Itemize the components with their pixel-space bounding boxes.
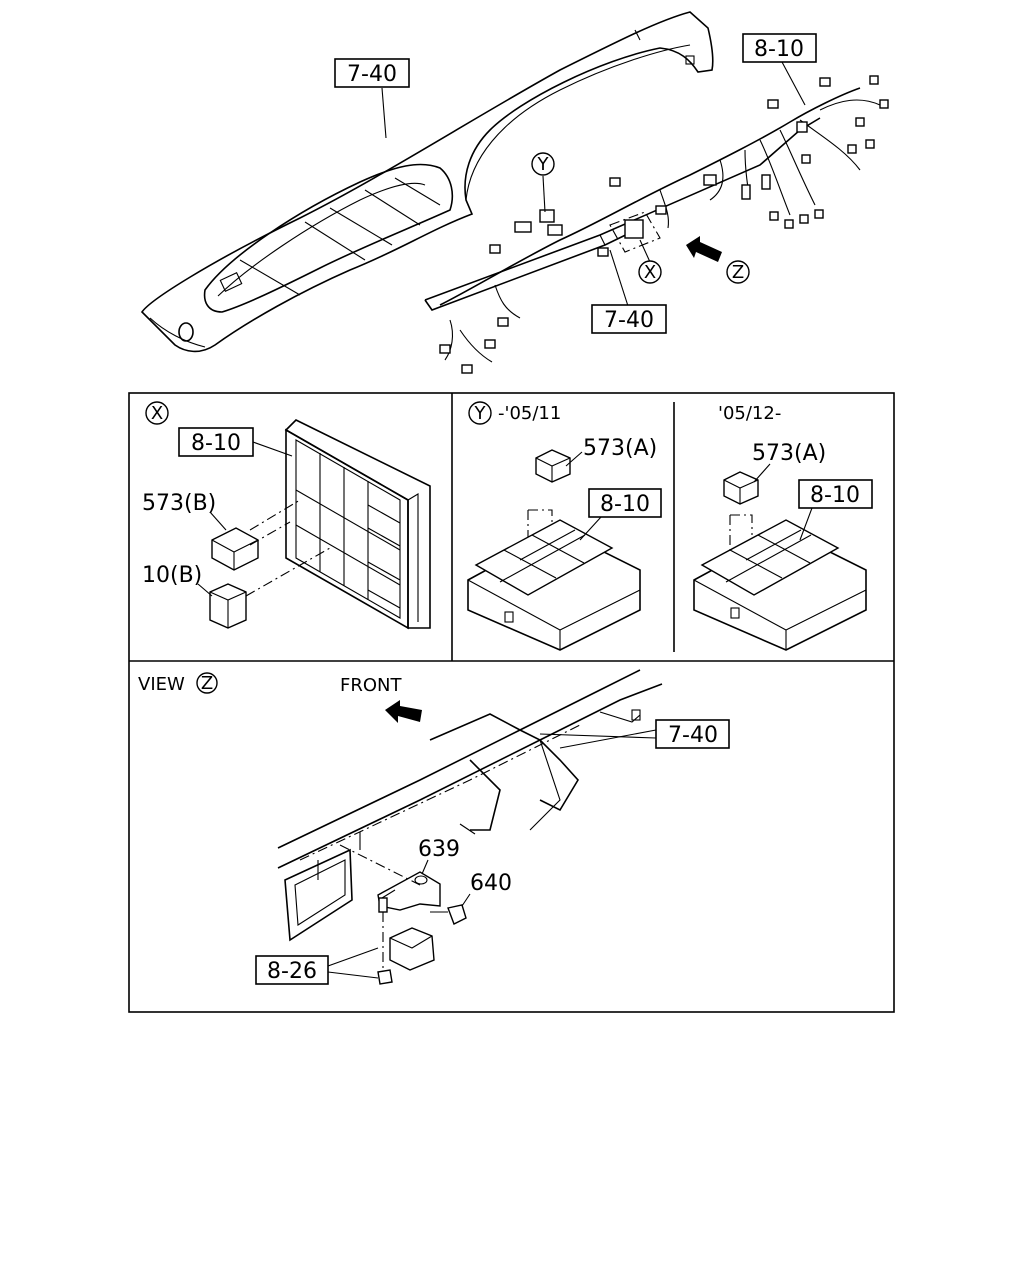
label-7-40-top: 7-40 bbox=[347, 62, 397, 87]
view-marker-z: Z bbox=[201, 673, 213, 694]
label-7-40-lower: 7-40 bbox=[604, 308, 654, 333]
view-text: VIEW bbox=[138, 674, 185, 695]
marker-y: Y bbox=[537, 154, 550, 175]
panel-x-label-8-10: 8-10 bbox=[191, 431, 241, 456]
view-label-639: 639 bbox=[418, 837, 460, 862]
panel-y-marker: Y bbox=[474, 403, 487, 424]
view-label-7-40: 7-40 bbox=[668, 723, 718, 748]
marker-x: X bbox=[644, 262, 656, 283]
panel-x-label-573b: 573(B) bbox=[142, 491, 216, 516]
panel-later-label-8-10: 8-10 bbox=[810, 483, 860, 508]
panel-y-range: -'05/11 bbox=[498, 403, 561, 424]
detail-frame bbox=[128, 392, 895, 1013]
panel-y: Y -'05/11 573(A) 8-10 bbox=[467, 401, 662, 651]
view-z-arrow-icon bbox=[686, 236, 722, 262]
view-z: VIEW Z FRONT 7-40 bbox=[138, 669, 730, 985]
view-label-640: 640 bbox=[470, 871, 512, 896]
front-text: FRONT bbox=[340, 675, 402, 696]
view-label-8-26: 8-26 bbox=[267, 959, 317, 984]
panel-x: X 8-10 573(B) 10(B) bbox=[142, 401, 431, 630]
panel-y-label-8-10: 8-10 bbox=[600, 492, 650, 517]
front-arrow-icon bbox=[385, 700, 422, 723]
panel-y-label-573a: 573(A) bbox=[583, 436, 657, 461]
panel-later-range: '05/12- bbox=[718, 403, 781, 424]
panel-x-label-10b: 10(B) bbox=[142, 563, 202, 588]
dashboard-assembly: 7-40 8-10 7-40 Y X Z bbox=[140, 11, 889, 374]
marker-z: Z bbox=[732, 262, 744, 283]
panel-x-marker: X bbox=[151, 403, 163, 424]
panel-later: '05/12- 573(A) 8-10 bbox=[693, 403, 873, 651]
label-8-10-top: 8-10 bbox=[754, 37, 804, 62]
panel-later-label-573a: 573(A) bbox=[752, 441, 826, 466]
